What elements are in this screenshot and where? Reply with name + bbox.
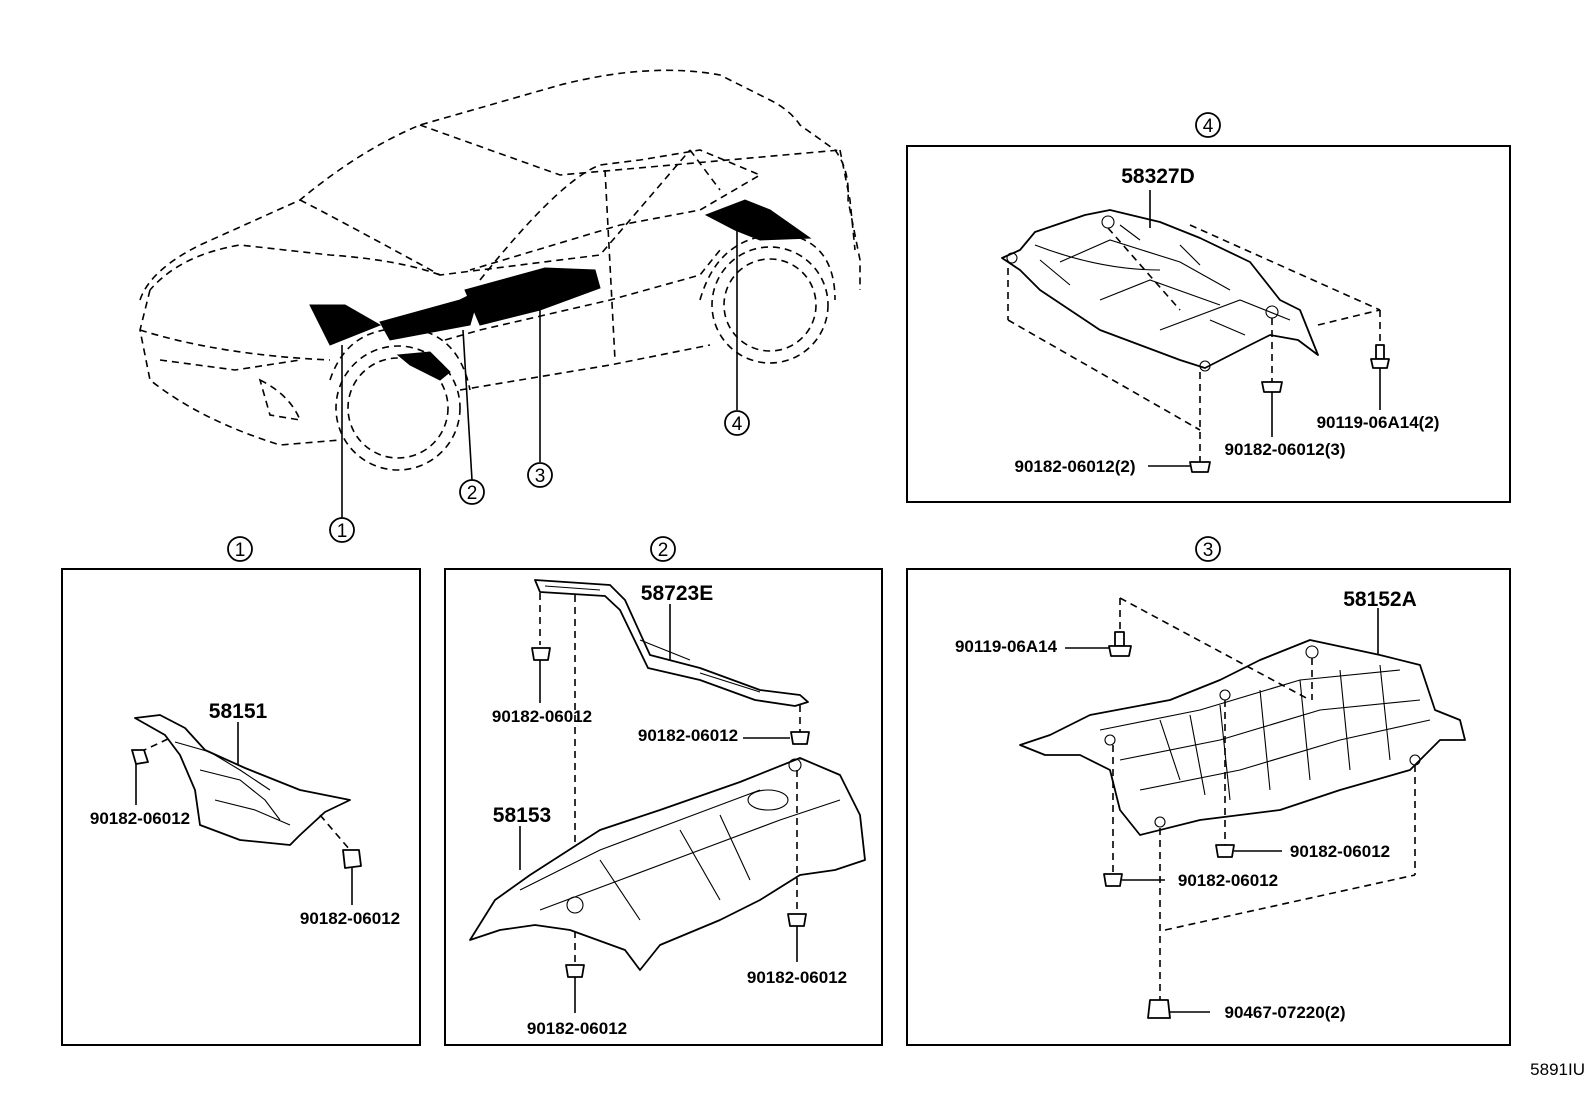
svg-text:2: 2 — [658, 540, 669, 561]
panel-2-heading: 2 — [650, 536, 676, 562]
diagram-code: 5891IU — [1530, 1060, 1585, 1079]
fastener-bracket-right-label[interactable]: 90182-06012 — [638, 726, 738, 745]
panel-4-frame — [906, 145, 1511, 503]
callout-4[interactable]: 4 — [724, 410, 750, 436]
fastener-cover-bottom-label[interactable]: 90182-06012 — [527, 1019, 627, 1038]
fastener-90182-06012-3-label[interactable]: 90182-06012(3) — [1225, 440, 1346, 459]
svg-text:4: 4 — [1203, 116, 1214, 137]
panel-1-shield-illustration — [131, 714, 362, 905]
svg-text:2: 2 — [467, 483, 478, 504]
panel-2-frame — [444, 568, 883, 1046]
callout-1[interactable]: 1 — [329, 517, 355, 543]
panel-2-bracket-illustration — [534, 579, 809, 965]
panel-3-frame — [906, 568, 1511, 1046]
fastener-90182-06012-2-label[interactable]: 90182-06012(2) — [1015, 457, 1136, 476]
bolt-90119-06A14-label[interactable]: 90119-06A14 — [955, 637, 1058, 656]
svg-text:3: 3 — [1203, 540, 1214, 561]
fastener-b-label[interactable]: 90182-06012 — [1178, 871, 1278, 890]
part-58153-label[interactable]: 58153 — [493, 804, 551, 827]
clip-90467-07220-label[interactable]: 90467-07220(2) — [1225, 1003, 1346, 1022]
fastener-a-label[interactable]: 90182-06012 — [90, 809, 190, 828]
callout-3[interactable]: 3 — [527, 462, 553, 488]
panel-3-shield-illustration — [1019, 597, 1466, 1019]
fastener-bracket-left-label[interactable]: 90182-06012 — [492, 707, 592, 726]
svg-text:4: 4 — [732, 414, 743, 435]
part-58152A-label[interactable]: 58152A — [1343, 588, 1417, 611]
callout-2[interactable]: 2 — [459, 479, 485, 505]
vehicle-illustration — [139, 69, 861, 518]
part-58723E-label[interactable]: 58723E — [641, 582, 713, 605]
svg-text:1: 1 — [235, 540, 246, 561]
panel-1-heading: 1 — [227, 536, 253, 562]
svg-text:1: 1 — [337, 521, 348, 542]
svg-text:3: 3 — [535, 466, 546, 487]
panel-1-frame — [61, 568, 421, 1046]
panel-4-shield-illustration — [1001, 190, 1390, 473]
part-58151-label[interactable]: 58151 — [209, 700, 268, 723]
fastener-a-label[interactable]: 90182-06012 — [1290, 842, 1390, 861]
part-58327D-label[interactable]: 58327D — [1121, 165, 1195, 188]
fastener-b-label[interactable]: 90182-06012 — [300, 909, 400, 928]
bolt-90119-06A14-label[interactable]: 90119-06A14(2) — [1317, 413, 1440, 432]
fastener-cover-right-label[interactable]: 90182-06012 — [747, 968, 847, 987]
panel-4-heading: 4 — [1195, 112, 1221, 138]
panel-3-heading: 3 — [1195, 536, 1221, 562]
panel-2-cover-illustration — [469, 604, 866, 1013]
